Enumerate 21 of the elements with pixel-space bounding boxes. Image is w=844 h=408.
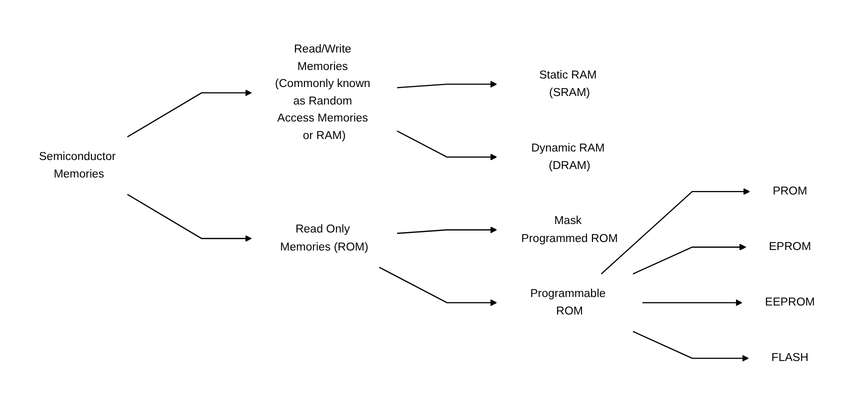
node-text: EEPROM	[765, 296, 815, 309]
arrow	[397, 226, 498, 234]
node-text: Semiconductor Memories	[39, 150, 116, 180]
arrow	[378, 266, 498, 306]
arrow	[127, 194, 252, 242]
arrow	[642, 299, 742, 306]
node-text: Dynamic RAM (DRAM)	[531, 141, 605, 172]
arrow	[600, 188, 750, 274]
node-text: Read/Write Memories (Commonly known as Random Access Memories or RAM)	[275, 42, 370, 142]
node-text: EPROM	[768, 240, 812, 254]
node-text: PROM	[772, 184, 808, 198]
arrow	[396, 130, 498, 160]
arrow	[632, 330, 749, 362]
arrow	[127, 89, 252, 138]
arrow	[632, 244, 746, 274]
node-text: Read Only Memories (ROM)	[280, 222, 368, 254]
node-text: Programmable ROM	[530, 286, 606, 318]
arrow	[397, 80, 498, 88]
node-text: Static RAM (SRAM)	[539, 68, 597, 99]
node-text: Mask Programmed ROM	[521, 214, 618, 244]
node-text: FLASH	[771, 351, 808, 364]
